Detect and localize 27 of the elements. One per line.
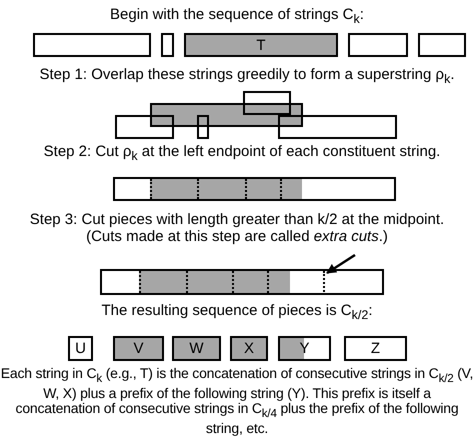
string-box: X xyxy=(230,336,268,361)
explanation-paragraph: Each string in C$_{k}$ (e.g., T) is the concatenation of consecutive strings in C$_{k/2}$ (V, W, X) plus a prefix of the following string (Y). This prefix is itself a concatenation of consecutive strings in C$_{k/4}$ plus the prefix of the following string, etc. xyxy=(0,366,474,436)
step-text: Step 2: Cut ρ$_{k}$ at the left endpoint of each constituent string. xyxy=(42,143,442,165)
string-box xyxy=(33,33,151,57)
string-box xyxy=(115,115,174,139)
string-box: Y xyxy=(278,336,331,361)
string-box xyxy=(150,103,303,127)
string-box: T xyxy=(184,33,338,57)
step-text: Begin with the sequence of strings C$_{k}$: xyxy=(109,6,365,28)
extra-cut-line xyxy=(323,271,326,292)
string-box xyxy=(243,91,291,115)
superstring-bar xyxy=(113,177,396,201)
string-box xyxy=(418,33,466,57)
string-box xyxy=(348,33,408,57)
string-box: W xyxy=(172,336,221,361)
step-text: (Cuts made at this step are called extra cuts.) xyxy=(85,228,389,245)
step-text: Step 3: Cut pieces with length greater than k/2 at the midpoint. xyxy=(28,211,446,228)
step-text: Step 1: Overlap these strings greedily to form a superstring ρ$_{k}$. xyxy=(38,66,456,88)
superstring-bar xyxy=(100,269,384,295)
string-box: Z xyxy=(344,336,407,361)
string-box xyxy=(197,115,209,139)
string-box xyxy=(278,115,397,139)
step-text: The resulting sequence of pieces is C$_{k/2}$: xyxy=(100,302,374,324)
string-box: U xyxy=(68,336,93,361)
string-box xyxy=(161,33,174,57)
string-box: V xyxy=(113,336,164,361)
arrow xyxy=(326,254,356,274)
